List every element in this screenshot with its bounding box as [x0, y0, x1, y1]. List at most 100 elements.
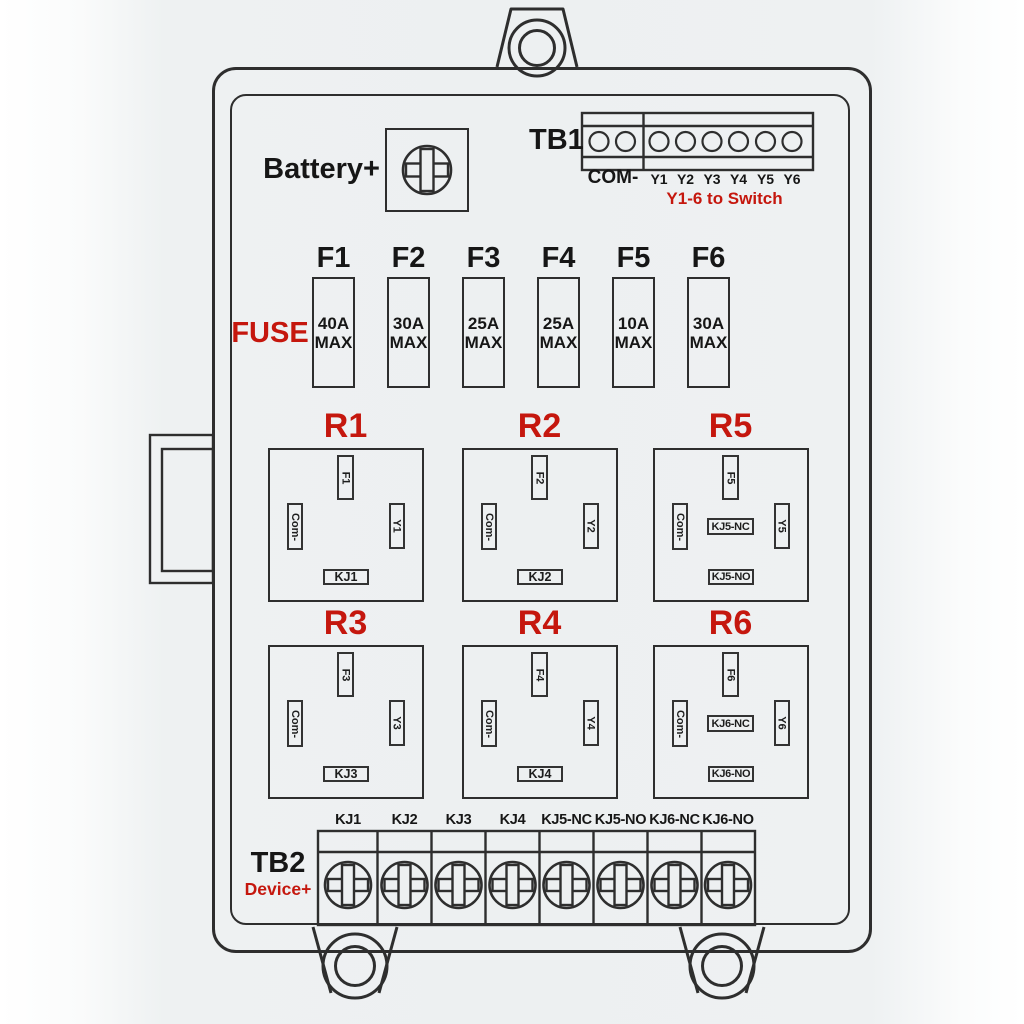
relay-title: R4	[517, 604, 562, 642]
screw-terminal-icon	[596, 860, 645, 910]
tb2-terminal-kj6no-label: KJ6-NO	[702, 812, 754, 828]
screw-terminal-icon	[650, 860, 699, 910]
relay-pin-coil: Y3	[389, 700, 405, 746]
tb1-y6-label: Y6	[783, 171, 801, 187]
relay-pin-coil: Y6	[774, 700, 790, 746]
relay-r1: R1 F1 Com- Y1 KJ1	[268, 407, 424, 602]
top-mounting-tab	[495, 7, 579, 78]
relay-pin-output: KJ3	[323, 766, 369, 782]
relay-pin-no: KJ5-NO	[708, 569, 754, 585]
relay-r4: R4 F4 Com- Y4 KJ4	[462, 604, 618, 799]
tb1-y2-label: Y2	[676, 171, 695, 187]
fuse-f2-name: F2	[391, 242, 426, 274]
relay-pin-com: Com-	[287, 700, 303, 747]
tb2-terminal-kj4-label: KJ4	[499, 812, 526, 828]
fuse-f5: 10A MAX	[612, 277, 655, 388]
relay-r5: R5 F5 Com- Y5 KJ5-NC KJ5-NO	[653, 407, 809, 602]
tb1-y4-label: Y4	[729, 171, 748, 187]
bottom-left-mounting-tab	[311, 926, 399, 1000]
relay-pin-output: KJ2	[517, 569, 563, 585]
tb1-terminal-block	[580, 111, 815, 172]
fuse-max: MAX	[314, 332, 353, 352]
terminal-hole-icon	[754, 130, 777, 153]
relay-pin-fuse: F5	[722, 455, 739, 500]
relay-title: R3	[323, 604, 368, 642]
battery-label: Battery+	[263, 153, 380, 185]
tb1-y1-label: Y1	[650, 171, 668, 187]
relay-pin-fuse: F6	[722, 652, 739, 697]
mounting-hole-icon	[688, 932, 756, 1000]
relay-pin-fuse: F2	[531, 455, 548, 500]
terminal-hole-icon	[588, 130, 610, 153]
fuse-rating: 40A	[317, 313, 350, 333]
terminal-hole-icon	[781, 130, 803, 153]
tb2-terminal-kj6nc-label: KJ6-NC	[649, 812, 700, 828]
relay-pin-coil: Y4	[583, 700, 599, 746]
fuse-f5-name: F5	[616, 242, 651, 274]
fuse-f4-name: F4	[541, 242, 576, 274]
fuse-max: MAX	[389, 332, 428, 352]
fuse-f2: 30A MAX	[387, 277, 430, 388]
relay-title: R2	[517, 407, 562, 445]
relay-title: R5	[708, 407, 753, 445]
fuse-max: MAX	[689, 332, 728, 352]
tb2-label: TB2	[250, 847, 306, 879]
terminal-hole-icon	[674, 130, 697, 153]
relay-pin-com: Com-	[672, 503, 688, 550]
tb2-terminal-kj2-label: KJ2	[391, 812, 418, 828]
screw-terminal-icon	[380, 860, 429, 910]
battery-terminal	[385, 128, 469, 212]
fuse-f6: 30A MAX	[687, 277, 730, 388]
tb1-com-label: COM-	[587, 167, 639, 188]
tb1-y3-label: Y3	[703, 171, 721, 187]
fuse-max: MAX	[614, 332, 653, 352]
relay-pin-com: Com-	[481, 503, 497, 550]
side-connector-tab	[148, 433, 215, 585]
relay-title: R1	[323, 407, 368, 445]
fuse-f1: 40A MAX	[312, 277, 355, 388]
relay-pin-com: Com-	[672, 700, 688, 747]
relay-r2: R2 F2 Com- Y2 KJ2	[462, 407, 618, 602]
terminal-hole-icon	[701, 130, 723, 153]
tb2-device-label: Device+	[244, 879, 312, 899]
fuse-rating: 30A	[692, 313, 725, 333]
relay-pin-coil: Y2	[583, 503, 599, 549]
relay-pin-no: KJ6-NO	[708, 766, 754, 782]
fuse-max: MAX	[464, 332, 503, 352]
fuse-f1-name: F1	[316, 242, 351, 274]
terminal-hole-icon	[614, 130, 637, 153]
terminal-hole-icon	[648, 130, 670, 153]
terminal-hole-icon	[727, 130, 750, 153]
tb1-label: TB1	[529, 124, 584, 156]
relay-r6: R6 F6 Com- Y6 KJ6-NC KJ6-NO	[653, 604, 809, 799]
fuse-f3: 25A MAX	[462, 277, 505, 388]
relay-pin-coil: Y1	[389, 503, 405, 549]
relay-title: R6	[708, 604, 753, 642]
tb2-terminal-block	[316, 829, 757, 927]
screw-terminal-icon	[488, 860, 537, 910]
tb1-switch-note: Y1-6 to Switch	[666, 189, 783, 208]
fuse-rating: 25A	[467, 313, 500, 333]
screw-terminal-icon	[703, 860, 753, 910]
relay-pin-nc: KJ6-NC	[707, 715, 754, 732]
mounting-hole-icon	[507, 18, 567, 78]
tb2-terminal-kj3-label: KJ3	[445, 812, 472, 828]
tb2-terminal-kj5nc-label: KJ5-NC	[541, 812, 592, 828]
tb2-terminal-kj1-label: KJ1	[335, 812, 361, 828]
relay-pin-com: Com-	[287, 503, 303, 550]
screw-terminal-icon	[401, 144, 453, 196]
relay-pin-com: Com-	[481, 700, 497, 747]
relay-pin-nc: KJ5-NC	[707, 518, 754, 535]
fuse-rating: 10A	[617, 313, 650, 333]
fuse-rating: 30A	[392, 313, 425, 333]
screw-terminal-icon	[434, 860, 483, 910]
relay-pin-fuse: F3	[337, 652, 354, 697]
bottom-right-mounting-tab	[678, 926, 766, 1000]
fuse-rating: 25A	[542, 313, 575, 333]
relay-pin-coil: Y5	[774, 503, 790, 549]
fuse-f3-name: F3	[466, 242, 501, 274]
relay-pin-fuse: F4	[531, 652, 548, 697]
relay-pin-output: KJ1	[323, 569, 369, 585]
screw-terminal-icon	[542, 860, 591, 910]
